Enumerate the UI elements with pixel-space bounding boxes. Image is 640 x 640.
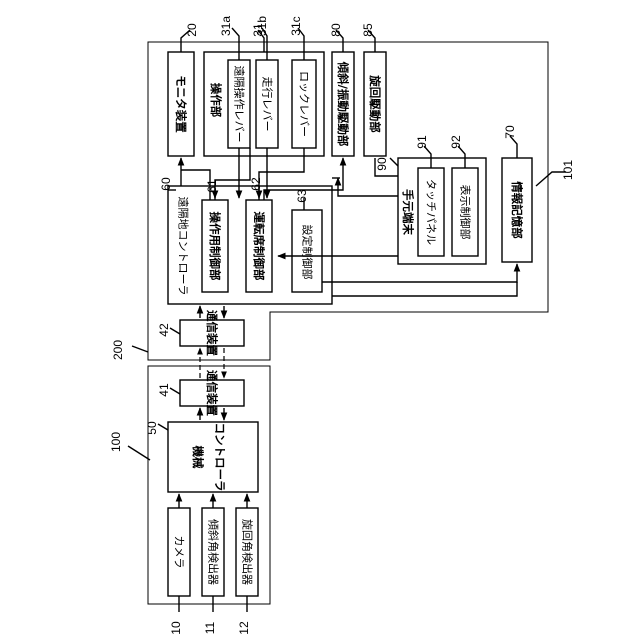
comm-remote-label: 通信装置 (205, 310, 219, 356)
ref-numeral-10: 10 (169, 621, 183, 635)
tilt-drive-label: 傾斜/振動駆動部 (336, 61, 350, 147)
ref-numeral-90: 90 (375, 157, 389, 171)
camera-label: カメラ (173, 536, 186, 569)
swing-sensor-label: 旋回角検出器 (241, 519, 255, 585)
ref-numeral-50: 50 (145, 421, 159, 435)
ref-numeral-62: 62 (249, 177, 263, 191)
ref-numeral-63: 63 (295, 189, 309, 203)
ref-numeral-31c: 31c (289, 16, 303, 35)
monitor-label: モニタ装置 (174, 75, 188, 133)
machine-controller-box (168, 422, 258, 492)
handheld-label: 手元端末 (401, 189, 415, 235)
setting-control-label: 設定制御部 (301, 225, 315, 280)
ref-numeral-91: 91 (415, 135, 429, 149)
touch-panel-label: タッチパネル (425, 179, 438, 245)
ref-numeral-12: 12 (237, 621, 251, 635)
ref-numeral-11: 11 (203, 621, 217, 634)
lock-lever-label: ロックレバー (298, 71, 311, 137)
tilt-sensor-label: 傾斜角検出器 (207, 519, 221, 585)
info-storage-label: 情報記憶部 (510, 180, 524, 239)
ref-numeral-70: 70 (503, 125, 517, 139)
op-control-label: 操作用制御部 (208, 212, 222, 281)
machine-controller-label-line2: コントローラ (213, 423, 227, 492)
ref-numeral-85: 85 (361, 23, 375, 37)
ref-numeral-200: 200 (111, 340, 125, 360)
machine-controller-label-line1: 機械 (191, 446, 205, 469)
ref-numeral-100: 100 (109, 432, 123, 452)
remote-lever-label: 遠隔操作レバー (233, 66, 247, 143)
operation-unit-label: 操作部 (209, 83, 223, 118)
ref-numeral-31b: 31b (255, 16, 269, 36)
display-control-label: 表示制御部 (459, 185, 473, 240)
ref-numeral-61: 61 (205, 179, 219, 193)
seat-control-label: 運転席制御部 (252, 212, 266, 281)
ref-numeral-80: 80 (329, 23, 343, 37)
ref-numeral-31a: 31a (219, 16, 233, 36)
travel-lever-label: 走行レバー (261, 77, 274, 132)
remote-controller-label: 遠隔地コントローラ (177, 197, 190, 296)
ref-numeral-20: 20 (185, 23, 199, 37)
swing-drive-label: 旋回駆動部 (368, 74, 382, 133)
ref-numeral-101: 101 (561, 160, 575, 180)
comm-machine-label: 通信装置 (205, 370, 219, 416)
ref-numeral-42: 42 (157, 323, 171, 337)
ref-numeral-41: 41 (157, 383, 171, 397)
ref-numeral-60: 60 (159, 177, 173, 191)
ref-numeral-92: 92 (449, 135, 463, 149)
